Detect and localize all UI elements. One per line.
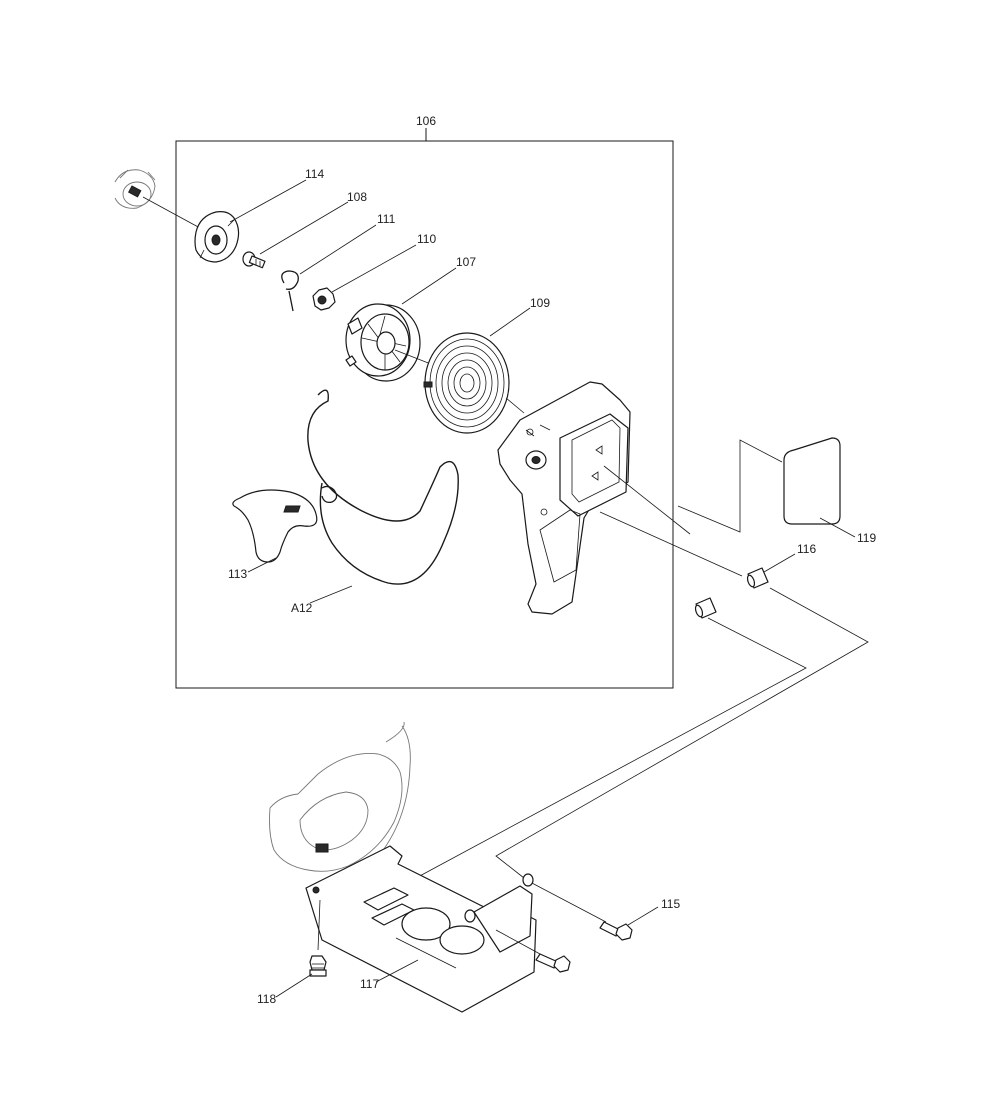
label-106: 106: [416, 114, 436, 128]
leader-lines: [229, 179, 856, 998]
label-109: 109: [530, 296, 550, 310]
part-109-recoil-spring: [423, 332, 510, 434]
part-118-screw: [309, 955, 327, 977]
part-107-rope-reel: [345, 303, 421, 382]
crankshaft-end: [114, 169, 156, 209]
label-119: 119: [857, 531, 876, 545]
part-115-bolt: [599, 921, 633, 941]
label-117: 117: [360, 977, 379, 991]
part-110-ratchet: [312, 287, 336, 311]
label-110: 110: [417, 232, 436, 246]
label-113: 113: [228, 567, 247, 581]
label-114: 114: [305, 167, 324, 181]
label-118: 118: [257, 992, 276, 1006]
part-119-plate: [677, 437, 841, 533]
label-111: 111: [377, 212, 396, 226]
label-115: 115: [661, 897, 680, 911]
label-A12: A12: [291, 601, 313, 615]
label-116: 116: [797, 542, 816, 556]
label-108: 108: [347, 190, 367, 204]
part-116-bushing: [746, 567, 769, 589]
part-labels: 106 114 108 111 110 107 109 113 A12 119 …: [228, 114, 876, 1006]
bushing-lower: [694, 597, 717, 619]
part-111-spring-clip: [281, 270, 299, 312]
label-107: 107: [456, 255, 476, 269]
part-A12-starter-rope: [307, 389, 459, 585]
part-113-starter-handle: [232, 489, 318, 563]
routing-lines: [415, 465, 869, 923]
part-117-base-plate: [305, 845, 537, 1013]
starter-housing: [497, 381, 631, 615]
assembly-frame-106: [175, 128, 674, 689]
part-108-screw: [242, 251, 266, 269]
part-114-pawl-holder: [194, 211, 240, 263]
bolt-lower: [495, 929, 571, 973]
